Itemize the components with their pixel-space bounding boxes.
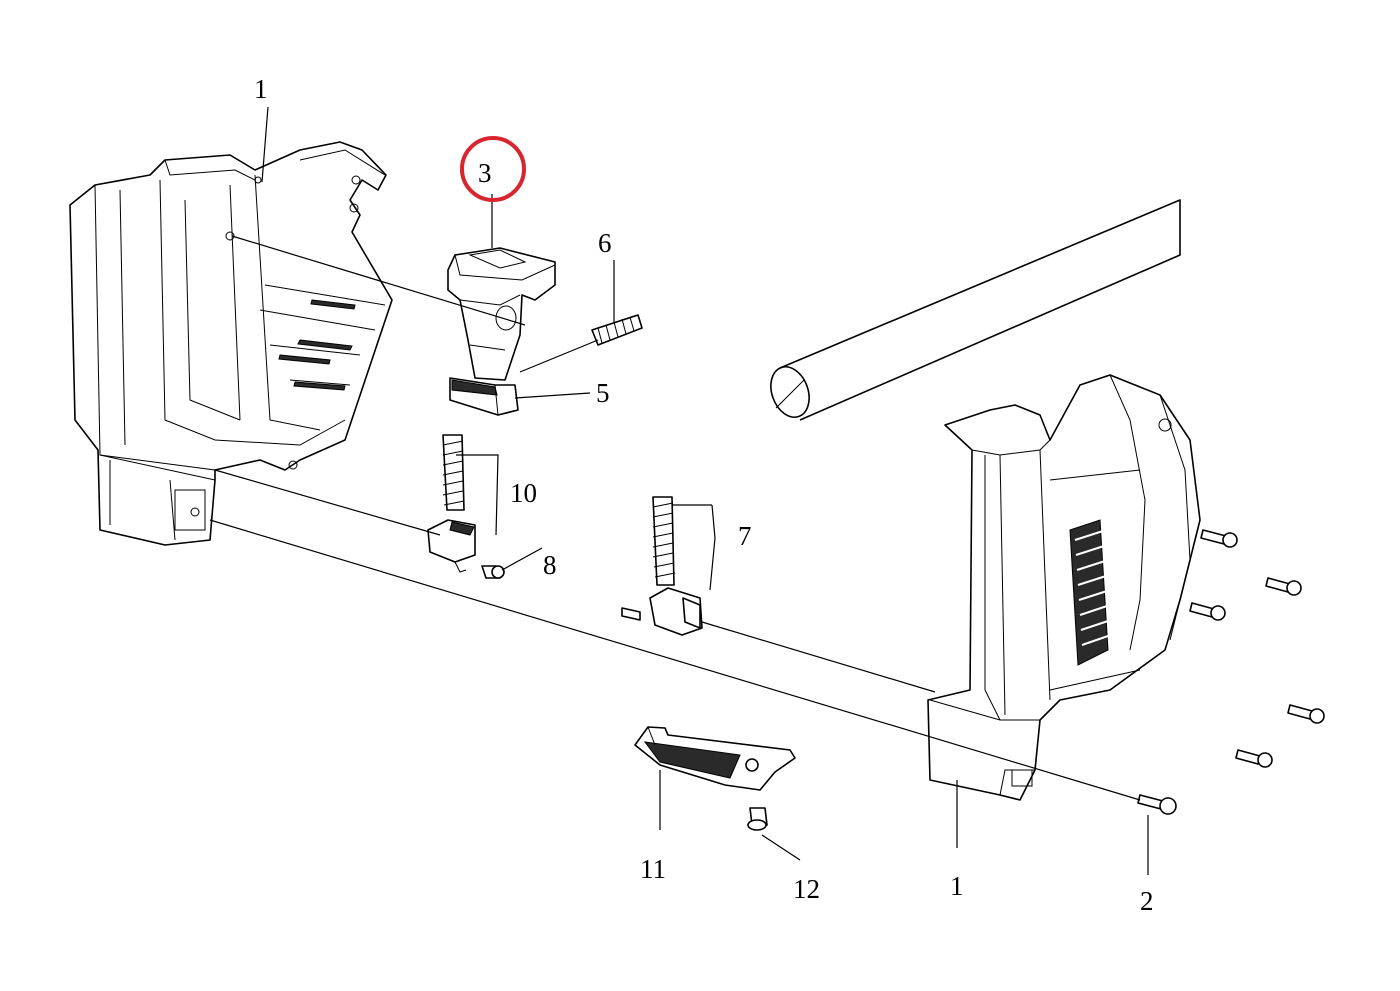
screw-main [1137,794,1177,815]
cover-plate-part[interactable] [634,726,796,791]
screw-d [1287,704,1325,724]
label-screw: 2 [1140,886,1154,916]
label-cover-plate: 11 [640,854,666,884]
label-cover-screw: 12 [793,874,820,904]
label-contact-left: 10 [510,478,537,508]
label-small-screw: 8 [543,550,557,580]
leader-lines [261,106,1149,875]
screw-set[interactable] [1137,529,1325,815]
screw-a [1200,529,1238,548]
label-lock-button: 5 [596,378,610,408]
screw-c [1189,602,1226,621]
small-screw-part[interactable] [481,565,505,579]
screw-b [1265,577,1302,596]
label-trigger: 3 [478,158,492,188]
label-trigger-spring: 6 [598,228,612,258]
right-housing-part[interactable] [927,374,1201,801]
lock-button-part[interactable] [449,377,519,416]
label-housing-right: 1 [950,871,964,901]
screw-e [1235,749,1273,768]
contact-spring-right-part[interactable] [621,496,703,636]
label-housing-left: 1 [254,74,268,104]
contact-spring-left-part[interactable] [427,434,476,573]
vent-grille [1069,519,1109,666]
tube-part[interactable] [764,199,1181,423]
assembly-lines [209,235,1141,801]
left-housing-part[interactable] [69,141,393,546]
cover-screw-part[interactable] [747,807,768,831]
trigger-part[interactable] [447,247,556,381]
trigger-spring-part[interactable] [591,314,643,346]
highlight-circle [460,136,526,202]
label-contact-right: 7 [738,521,752,551]
